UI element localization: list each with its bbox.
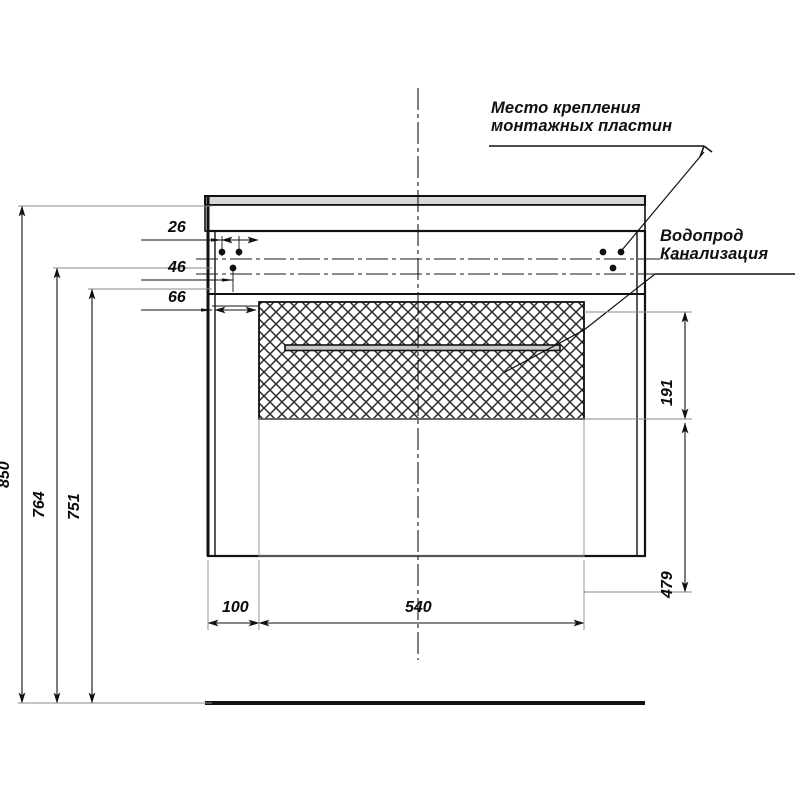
- leader-lines: [489, 145, 795, 373]
- extension-lines-bottom: [207, 560, 585, 630]
- extension-lines-left: [18, 205, 212, 704]
- dim-overall-height: 850: [0, 461, 13, 488]
- dimension-lines-offsets: [141, 236, 259, 314]
- mounting-plates-note-line1: Место крепления: [491, 99, 641, 117]
- dimension-lines-left: [18, 205, 96, 704]
- plumbing-note-line1: Водопрод: [660, 227, 744, 245]
- drawer-front-hatched: [258, 301, 585, 420]
- dim-top-offset-b: 46: [168, 259, 186, 276]
- mounting-plates-note: Место крепления монтажных пластин: [491, 99, 672, 136]
- dim-left-width: 100: [222, 599, 249, 616]
- dim-cabinet-top-height: 764: [31, 491, 48, 518]
- dim-top-offset-a: 26: [168, 219, 186, 236]
- countertop: [204, 195, 646, 232]
- dim-top-offset-c: 66: [168, 289, 186, 306]
- dim-drawer-height: 191: [659, 379, 676, 406]
- lower-door-panel: [258, 418, 585, 557]
- dim-lower-height: 479: [659, 571, 676, 598]
- dim-main-width: 540: [405, 599, 432, 616]
- mounting-plates-note-line2: монтажных пластин: [491, 117, 673, 136]
- plumbing-note: Водопрод Канализация: [660, 227, 768, 264]
- centre-lines: [196, 88, 690, 660]
- mounting-point-markers: [218, 248, 625, 272]
- extension-lines-right: [584, 311, 692, 593]
- plumbing-note-line2: Канализация: [660, 245, 769, 264]
- dim-body-height: 751: [66, 493, 83, 520]
